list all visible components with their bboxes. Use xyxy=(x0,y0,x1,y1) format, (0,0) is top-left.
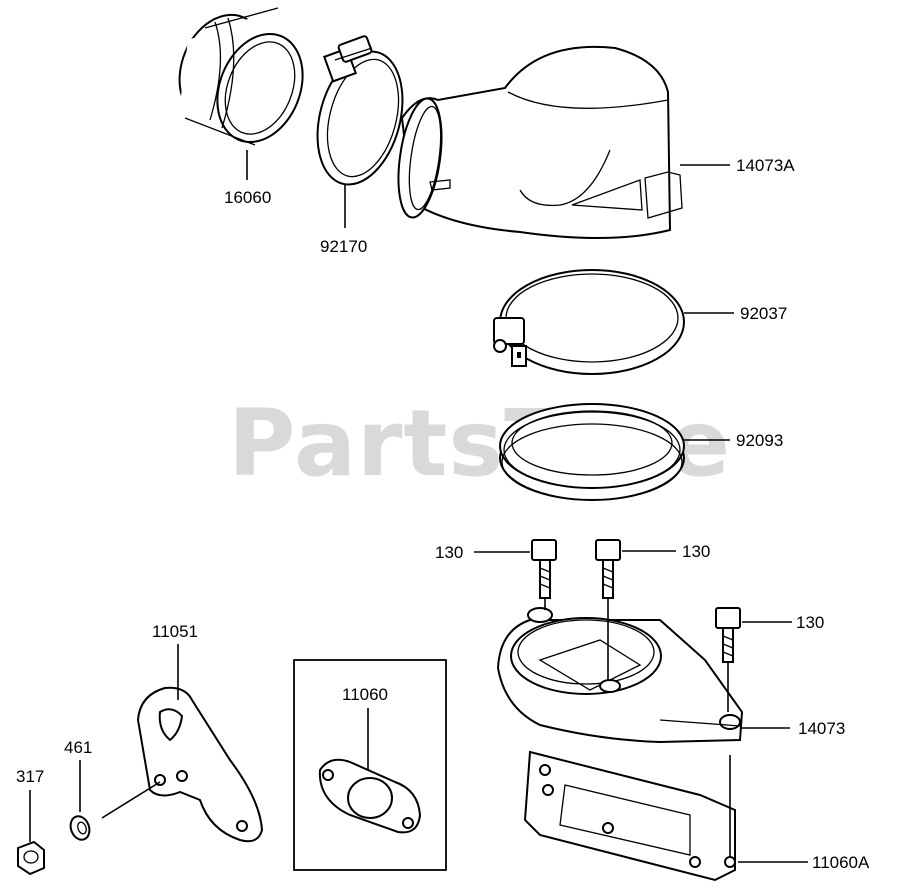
label-92170: 92170 xyxy=(320,237,367,256)
part-92170-clamp[interactable] xyxy=(304,35,416,194)
part-11051-bracket[interactable] xyxy=(136,686,264,843)
part-130-bolt-left[interactable] xyxy=(531,539,557,599)
label-11060A: 11060A xyxy=(812,853,870,872)
label-14073A: 14073A xyxy=(736,156,795,175)
label-317: 317 xyxy=(16,767,44,786)
part-14073A-duct[interactable] xyxy=(392,45,683,240)
label-130-mid: 130 xyxy=(682,542,710,561)
label-461: 461 xyxy=(64,738,92,757)
label-11060: 11060 xyxy=(342,685,388,704)
leader-lines xyxy=(29,150,808,863)
part-461-clip[interactable] xyxy=(67,814,92,843)
inset-box-11060 xyxy=(293,659,447,871)
part-130-bolt-mid[interactable] xyxy=(595,539,621,599)
part-92037-band[interactable] xyxy=(493,269,685,375)
label-14073: 14073 xyxy=(798,719,845,738)
label-130-right: 130 xyxy=(796,613,824,632)
label-16060: 16060 xyxy=(224,188,271,207)
label-130-left: 130 xyxy=(435,543,463,562)
label-11051: 11051 xyxy=(152,622,198,641)
part-130-bolt-right[interactable] xyxy=(715,607,741,663)
part-11060A-gasket[interactable] xyxy=(523,750,736,882)
part-14073-housing[interactable] xyxy=(496,607,744,744)
label-92037: 92037 xyxy=(740,304,787,323)
part-317-nut[interactable] xyxy=(17,840,45,876)
part-16060-boot[interactable] xyxy=(164,2,318,155)
part-11060-gasket[interactable] xyxy=(318,758,422,834)
part-92093-ring[interactable] xyxy=(499,403,685,501)
label-92093: 92093 xyxy=(736,431,783,450)
